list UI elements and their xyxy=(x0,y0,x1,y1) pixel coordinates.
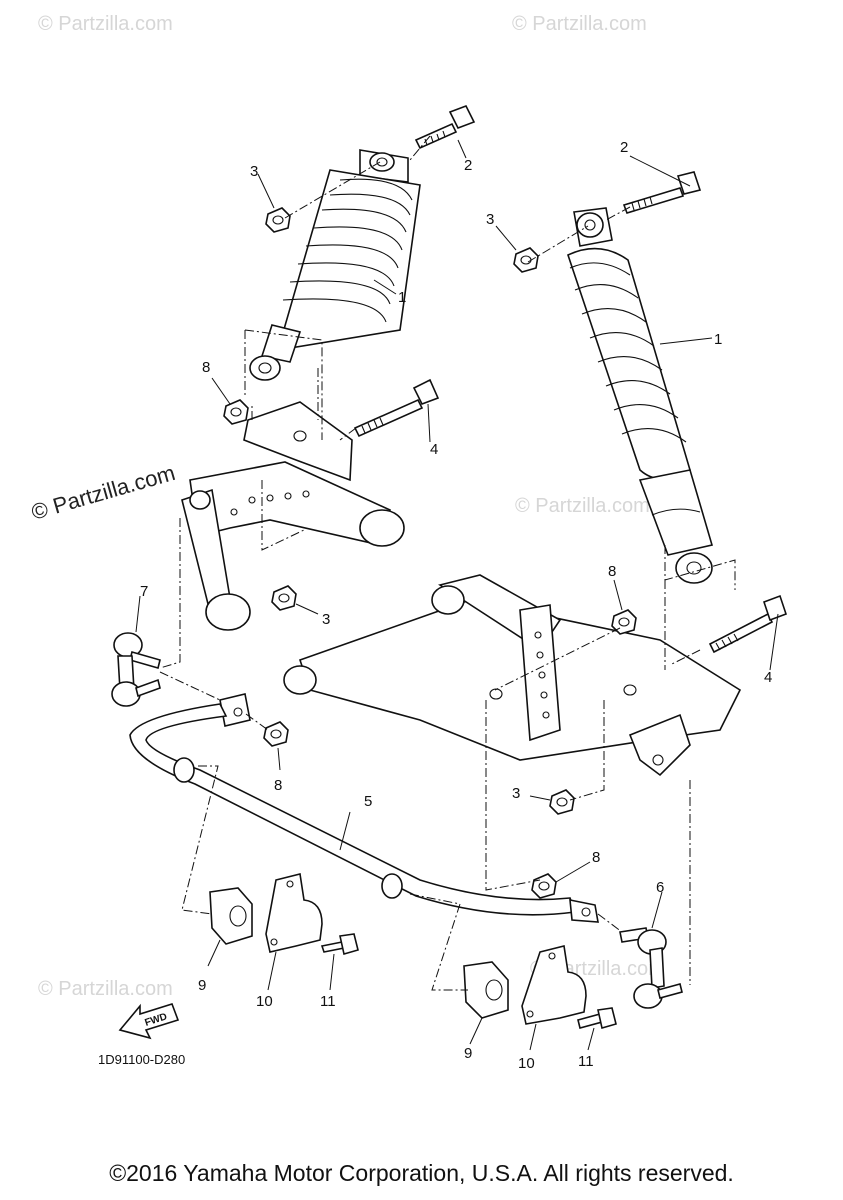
bolt-top-right xyxy=(622,171,702,214)
stabilizer-link-right xyxy=(619,927,683,1009)
callout-8-lower-left: 8 xyxy=(274,777,282,794)
callout-5: 5 xyxy=(364,793,372,810)
bolt-small-left xyxy=(320,933,359,956)
callout-9-right: 9 xyxy=(464,1045,472,1062)
watermark-top-left: © Partzilla.com xyxy=(38,13,173,35)
callout-3-lower-right: 3 xyxy=(512,785,520,802)
nut-lower-right xyxy=(549,789,575,815)
bushing-right xyxy=(463,961,509,1019)
assembly-guide-lines xyxy=(159,135,736,991)
nut-8-upper-right xyxy=(611,609,637,635)
bushing-left xyxy=(209,887,253,945)
stabilizer-bar xyxy=(129,693,599,923)
watermark-bottom-left: © Partzilla.com xyxy=(38,978,173,1000)
copyright-notice: ©2016 Yamaha Motor Corporation, U.S.A. A… xyxy=(109,1160,734,1186)
diagram-part-number: 1D91100-D280 xyxy=(98,1052,185,1067)
callout-8-upper-left: 8 xyxy=(202,359,210,376)
callout-3-top-right: 3 xyxy=(486,211,494,228)
callout-numbers: 1 1 2 2 3 3 3 3 4 4 5 6 7 8 8 8 8 9 9 10… xyxy=(140,139,772,1072)
callout-9-left: 9 xyxy=(198,977,206,994)
callout-1-left: 1 xyxy=(398,289,406,306)
callout-8-lower-right: 8 xyxy=(592,849,600,866)
right-shock-absorber xyxy=(567,207,714,584)
watermark-mid-right: © Partzilla.com xyxy=(515,495,650,517)
lower-suspension-arm xyxy=(283,574,742,777)
nut-mid-left xyxy=(271,585,297,611)
callout-6: 6 xyxy=(656,879,664,896)
nut-top-right xyxy=(513,247,539,273)
bolt-top-left xyxy=(414,104,476,150)
callout-7: 7 xyxy=(140,583,148,600)
callout-4-left: 4 xyxy=(430,441,438,458)
nut-8-lower-right xyxy=(531,873,557,899)
watermark-top-right: © Partzilla.com xyxy=(512,13,647,35)
callout-4-right: 4 xyxy=(764,669,772,686)
holder-left xyxy=(265,873,323,953)
callout-1-right: 1 xyxy=(714,331,722,348)
holder-right xyxy=(521,945,587,1025)
callout-2-right: 2 xyxy=(620,139,628,156)
nut-8-lower-left xyxy=(263,721,289,747)
bolt-mid-left xyxy=(353,378,440,438)
nut-top-left xyxy=(265,207,291,233)
bolt-small-right xyxy=(577,1007,617,1030)
fwd-arrow-icon: FWD xyxy=(118,1003,180,1040)
callout-11-left: 11 xyxy=(320,993,336,1010)
callout-11-right: 11 xyxy=(578,1053,594,1070)
nut-8-upper-left xyxy=(223,399,249,425)
callout-leader-lines xyxy=(135,139,779,1051)
upper-suspension-arm xyxy=(181,401,405,631)
callout-2-left: 2 xyxy=(464,157,472,174)
watermark-main: © Partzilla.com xyxy=(28,460,177,525)
stabilizer-link-left xyxy=(111,632,161,707)
callout-10-right: 10 xyxy=(518,1055,535,1072)
callout-10-left: 10 xyxy=(256,993,273,1010)
left-shock-absorber xyxy=(249,149,421,381)
callout-3-top-left: 3 xyxy=(250,163,258,180)
callout-3-mid-left: 3 xyxy=(322,611,330,628)
bolt-mid-right xyxy=(708,594,788,654)
callout-8-upper-right: 8 xyxy=(608,563,616,580)
